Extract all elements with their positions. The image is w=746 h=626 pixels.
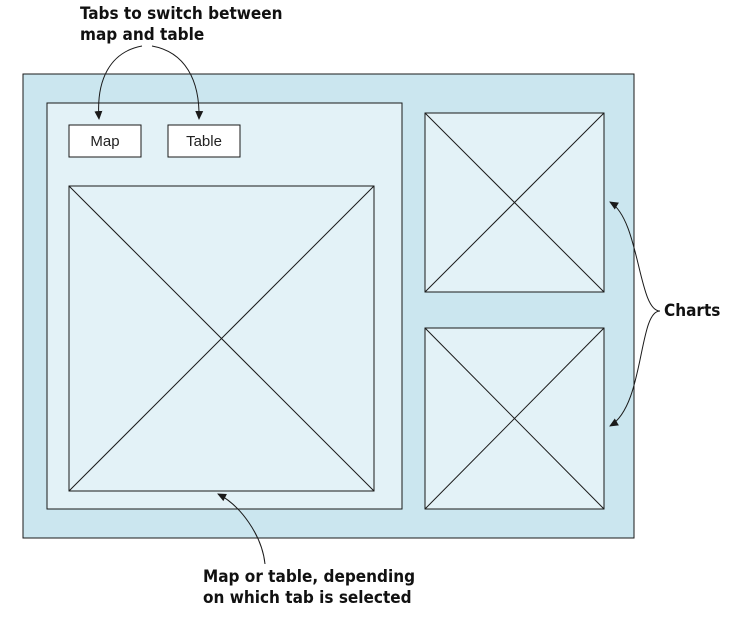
tabs-annotation-line1: Tabs to switch between: [80, 4, 283, 24]
tab-table[interactable]: [167, 124, 241, 158]
charts-arrow-top: [609, 201, 661, 312]
tabs-arrow-to-table: [151, 45, 204, 120]
tab-table-label: Table: [186, 132, 222, 150]
tabs-annotation-line2: map and table: [80, 25, 205, 45]
charts-annotation: Charts: [664, 301, 721, 321]
tabs-arrow-to-map: [94, 45, 143, 120]
content-annotation-line2: on which tab is selected: [203, 588, 412, 608]
content-placeholder: [68, 185, 375, 492]
tab-map-label: Map: [90, 132, 120, 150]
chart-placeholder-top: [424, 112, 605, 293]
charts-arrow-bottom: [609, 310, 661, 427]
content-arrow: [217, 493, 266, 565]
chart-placeholder-bottom: [424, 327, 605, 510]
content-annotation-line1: Map or table, depending: [203, 567, 416, 587]
tab-map[interactable]: [68, 124, 142, 158]
